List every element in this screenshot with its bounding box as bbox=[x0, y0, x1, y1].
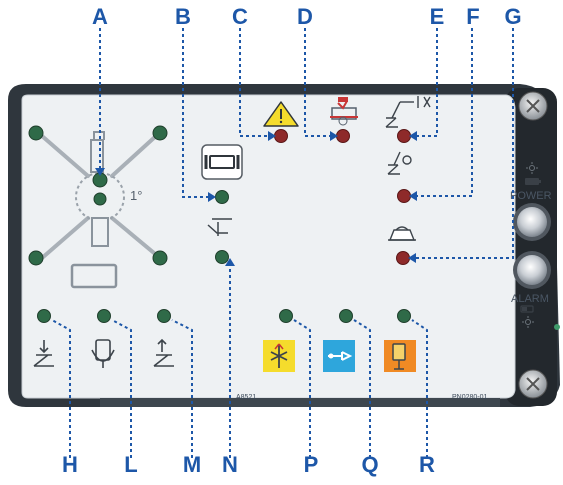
chassis-select-icon bbox=[201, 144, 243, 180]
tilt-led-bottom-right bbox=[152, 250, 168, 266]
stow-led bbox=[157, 309, 171, 323]
boom-fault-icon bbox=[387, 151, 412, 175]
tilt-alarm-led bbox=[396, 251, 410, 265]
power-indicator-led bbox=[554, 324, 560, 330]
leader-lines bbox=[51, 28, 514, 458]
screw-bottom bbox=[518, 369, 548, 399]
callout-f: F bbox=[466, 4, 480, 29]
emergency-lowering-icon bbox=[263, 340, 295, 372]
generator-led bbox=[339, 309, 353, 323]
callout-p: P bbox=[303, 452, 319, 477]
warning-triangle-icon bbox=[263, 101, 299, 127]
leader-arrowheads bbox=[95, 131, 417, 266]
tilt-alarm-icon bbox=[388, 226, 416, 241]
boom-fault-led bbox=[397, 189, 411, 203]
panel-code-right: PN0280-01 bbox=[452, 394, 488, 401]
tilt-led-top-left bbox=[28, 125, 44, 141]
boom-limit-led bbox=[397, 129, 411, 143]
callout-g: G bbox=[504, 4, 522, 29]
callout-l: L bbox=[124, 452, 138, 477]
screw-top bbox=[518, 91, 548, 121]
descent-alarm-led bbox=[37, 309, 51, 323]
callout-d: D bbox=[297, 4, 313, 29]
descent-alarm-icon bbox=[33, 340, 54, 367]
emergency-lowering-led bbox=[279, 309, 293, 323]
callout-r: R bbox=[419, 452, 435, 477]
callout-m: M bbox=[182, 452, 202, 477]
callout-q: Q bbox=[361, 452, 379, 477]
callout-n: N bbox=[222, 452, 238, 477]
power-label: POWER bbox=[510, 190, 552, 202]
stow-icon bbox=[153, 338, 174, 367]
tilt-led-top-right bbox=[152, 125, 168, 141]
platform-select-led bbox=[397, 309, 411, 323]
boom-diagram bbox=[40, 134, 162, 260]
battery-icon bbox=[520, 178, 541, 313]
descent-icon bbox=[207, 218, 232, 236]
drive-enable-icon bbox=[91, 339, 115, 368]
panel-code-left: A8521 bbox=[236, 394, 256, 401]
tilt-angle-text: 1° bbox=[130, 188, 142, 203]
tilt-led-mid bbox=[93, 192, 107, 206]
warning-led bbox=[274, 129, 288, 143]
generator-icon bbox=[323, 340, 355, 372]
callout-h: H bbox=[62, 452, 78, 477]
tilt-leds bbox=[28, 125, 168, 266]
platform-select-icon bbox=[384, 340, 416, 372]
overload-led bbox=[336, 129, 350, 143]
alarm-button[interactable] bbox=[513, 251, 551, 289]
sun-icon bbox=[522, 162, 538, 328]
drive-enable-led bbox=[97, 309, 111, 323]
platform-overload-icon bbox=[330, 97, 358, 126]
boom-limit-icon bbox=[385, 96, 431, 128]
tilt-led-bottom-left bbox=[28, 250, 44, 266]
callout-e: E bbox=[429, 4, 445, 29]
descent-led bbox=[215, 250, 229, 264]
callout-a: A bbox=[92, 4, 108, 29]
power-button[interactable] bbox=[513, 203, 551, 241]
callout-c: C bbox=[232, 4, 248, 29]
callout-b: B bbox=[175, 4, 191, 29]
chassis-led bbox=[215, 190, 229, 204]
alarm-label: ALARM bbox=[511, 293, 549, 305]
